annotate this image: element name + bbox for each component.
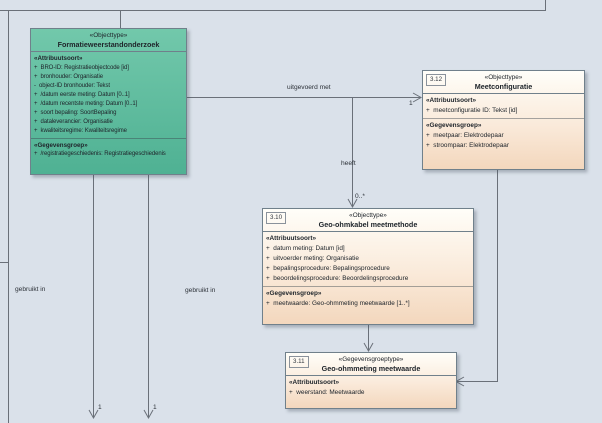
edge-label-gebruikt-in-left: gebruikt in [15,286,46,293]
edge-label-multiplicity-one-bottom-left: 1 [98,404,102,411]
attribute-row: + meetwaarde: Geo-ohmmeting meetwaarde [… [266,300,410,307]
class-stereotype: «Objecttype» [349,212,387,219]
attribute-row: + /datum eerste meting: Datum [0..1] [34,91,130,98]
attribute-row: - object-ID bronhouder: Tekst [34,82,110,89]
edge-label-multiplicity-one: 1 [409,100,413,107]
arrowhead-meetmethode-to-meetwaarde [363,342,374,353]
class-header: 3.10 «Objecttype» Geo-ohmkabel meetmetho… [263,209,473,232]
class-header: 3.11 «Gegevensgroeptype» Geo-ohmmeting m… [286,353,456,376]
attribute-row: + meetpaar: Elektrodepaar [426,132,504,139]
edge-label-gebruikt-in-right: gebruikt in [185,287,216,294]
compartment-divider [31,137,186,139]
class-number-badge: 3.10 [266,212,287,224]
attribute-row: + stroompaar: Elektrodepaar [426,142,509,149]
class-number-badge: 3.11 [289,356,309,368]
class-box-formatieweerstandonderzoek[interactable]: «Objecttype» Formatieweerstandonderzoek … [30,28,187,175]
class-box-geo-ohmmeting-meetwaarde[interactable]: 3.11 «Gegevensgroeptype» Geo-ohmmeting m… [285,352,457,409]
attribute-row: + dataleverancier: Organisatie [34,118,113,125]
class-box-geo-ohmkabel-meetmethode[interactable]: 3.10 «Objecttype» Geo-ohmkabel meetmetho… [262,208,474,325]
section-header-gegevensgroep: «Gegevensgroep» [426,122,482,129]
section-header-attribuutsoort: «Attribuutsoort» [34,55,83,62]
edge-label-uitgevoerd-met: uitgevoerd met [287,84,331,91]
edge-label-multiplicity-zero-many: 0..* [355,193,365,200]
arrowhead-uitgevoerd-met [412,92,423,103]
frame-line-top [0,0,546,11]
attribute-row: + uitvoerder meting: Organisatie [266,255,359,262]
attribute-row: + meetconfiguratie ID: Tekst [id] [426,107,518,114]
class-body: «Attribuutsoort» + BRO-ID: Registratieob… [31,52,186,161]
class-stereotype: «Gegevensgroeptype» [338,356,404,363]
class-name: Geo-ohmkabel meetmethode [318,220,418,229]
class-stereotype: «Objecttype» [89,32,128,39]
section-header-gegevensgroep: «Gegevensgroep» [34,141,88,149]
arrowhead-gebruikt-in-right [143,409,154,420]
arrowhead-gebruikt-in-left [88,409,99,420]
attribute-row: + kwaliteitsregime: Kwaliteitsregime [34,127,127,134]
attribute-row: + weerstand: Meetwaarde [289,389,365,396]
connector-meetconfiguratie-to-meetwaarde [456,168,498,382]
class-body: «Attribuutsoort» + meetconfiguratie ID: … [423,94,584,153]
attribute-row: + /registratiegeschiedenis: Registratieg… [34,151,166,157]
attribute-row: + datum meting: Datum [id] [266,245,345,252]
section-header-attribuutsoort: «Attribuutsoort» [289,379,340,386]
class-stereotype: «Objecttype» [484,74,523,81]
attribute-row: + BRO-ID: Registratieobjectcode [id] [34,64,129,71]
class-body: «Attribuutsoort» + datum meting: Datum [… [263,232,473,311]
class-name: Meetconfiguratie [474,82,533,91]
section-header-attribuutsoort: «Attribuutsoort» [426,97,477,104]
arrowhead-heeft [347,198,358,209]
class-header: «Objecttype» Formatieweerstandonderzoek [31,29,186,52]
class-name: Formatieweerstandonderzoek [57,40,160,49]
section-header-gegevensgroep: «Gegevensgroep» [266,290,322,297]
compartment-divider [263,286,473,287]
attribute-row: + soort bepaling: SoortBepaling [34,109,117,116]
class-body: «Attribuutsoort» + weerstand: Meetwaarde [286,376,456,400]
attribute-row: + bronhouder: Organisatie [34,73,103,80]
attribute-row: + beoordelingsprocedure: Beoordelingspro… [266,275,409,282]
attribute-row: + bepalingsprocedure: Bepalingsprocedure [266,265,390,272]
section-header-attribuutsoort: «Attribuutsoort» [266,235,317,242]
class-name: Geo-ohmmeting meetwaarde [321,364,421,373]
class-number-badge: 3.12 [426,74,447,86]
class-header: 3.12 «Objecttype» Meetconfiguratie [423,71,584,94]
edge-label-heeft: heeft [341,160,356,167]
compartment-divider [423,118,584,119]
class-box-meetconfiguratie[interactable]: 3.12 «Objecttype» Meetconfiguratie «Attr… [422,70,585,170]
attribute-row: + /datum recentste meting: Datum [0..1] [34,100,138,107]
edge-label-multiplicity-one-bottom-right: 1 [153,404,157,411]
